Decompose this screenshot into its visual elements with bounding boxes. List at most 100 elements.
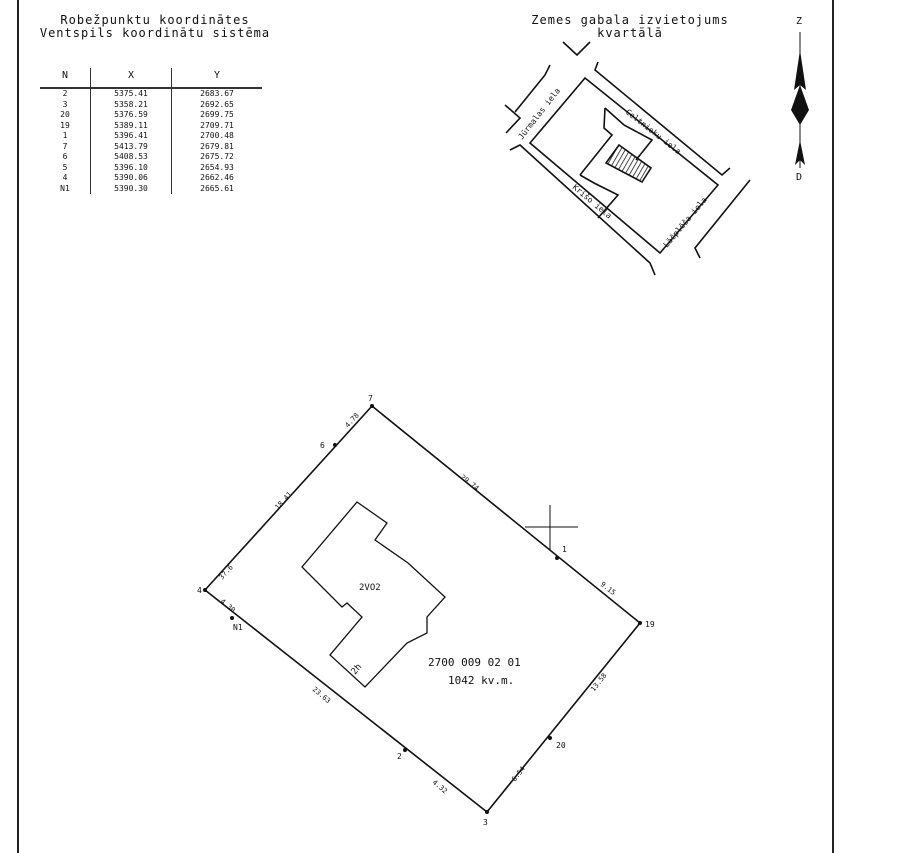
point-id: 2 [40,88,91,100]
building-outline [301,501,446,688]
boundary-point [230,616,234,620]
x-coordinate: 5376.59 [90,110,172,121]
boundary-point [638,621,642,625]
y-coordinate: 2675.72 [200,152,234,161]
segment-length: 4.30 [219,597,237,614]
parcel-line [604,107,654,161]
boundary-point [403,748,407,752]
y-coordinate: 2654.93 [200,162,234,172]
segment-length: 6.54 [510,765,527,783]
boundary-point [333,443,337,447]
point-label: 3 [483,818,488,827]
location-title: Zemes gabala izvietojums kvartālā [510,14,750,40]
south-label: D [796,172,802,183]
boundary-point [203,588,207,592]
x-coordinate: 5396.10 [90,162,172,173]
col-header-x: X [90,68,172,89]
x-coordinate: 5413.79 [90,141,172,152]
segment-length: 3?.6 [218,563,235,581]
parcel-line [579,107,614,176]
parcel-line [579,174,620,219]
y-coordinate: 2679.81 [200,141,234,151]
building-label: 2VO2 [359,583,381,593]
y-coordinate: 2683.67 [200,89,234,98]
street-edge [504,104,522,134]
boundary-point [555,556,559,560]
street-label: Celtnieku iela [624,107,683,156]
x-coordinate: 5396.41 [90,131,172,142]
point-label: 1 [562,545,567,554]
segment-length: 18.41 [274,490,294,511]
frame-border-right [832,0,834,853]
coordinates-title-line1: Robežpunktu koordinātes [60,13,250,27]
point-id: 4 [40,173,91,184]
boundary-point [548,736,552,740]
y-coordinate: 2665.61 [200,183,234,193]
street-edge [562,41,591,57]
boundary-point [370,404,374,408]
survey-cross [525,505,578,550]
frame-border-left [17,0,19,853]
y-coordinate: 2662.46 [200,173,234,182]
x-coordinate: 5375.41 [90,88,172,100]
street-label: Krišo iela [571,182,614,221]
cadastral-number: 2700 009 02 01 [428,656,521,669]
point-id: N1 [40,183,91,194]
street-label: Lāčplēša iela [661,195,709,250]
x-coordinate: 5390.30 [90,183,172,194]
point-label: 2 [397,752,402,761]
y-coordinate: 2699.75 [200,110,234,119]
point-id: 20 [40,110,91,121]
location-title-line1: Zemes gabala izvietojums [531,13,729,27]
segment-length: 29.74 [459,473,481,492]
segment-length: 9.15 [599,580,617,597]
point-id: 1 [40,131,91,142]
quarter-block [528,76,720,255]
x-coordinate: 5408.53 [90,152,172,163]
street-edge [694,179,751,259]
point-id: 19 [40,120,91,131]
street-edge [509,144,656,276]
point-label: 19 [645,620,655,629]
point-id: 5 [40,162,91,173]
north-label: Z [796,16,802,27]
y-coordinate: 2700.48 [200,131,234,140]
point-label: 20 [556,741,566,750]
segment-length: 4.32 [431,778,449,795]
x-coordinate: 5390.06 [90,173,172,184]
street-edge [514,64,551,113]
location-map [504,41,751,276]
point-label: N1 [233,623,243,632]
coordinates-title-line2: Ventspils koordinātu sistēma [39,26,271,40]
point-id: 3 [40,99,91,110]
point-label: 4 [197,586,202,595]
point-id: 7 [40,141,91,152]
plot-boundary [203,404,642,814]
x-coordinate: 5389.11 [90,120,172,131]
y-coordinate: 2709.71 [200,120,234,130]
street-edge [594,61,731,177]
col-header-n: N [40,68,91,89]
plot-area: 1042 kv.m. [448,674,514,687]
north-arrow-icon [791,32,809,168]
point-label: 6 [320,441,325,450]
boundary-point [485,810,489,814]
location-title-line2: kvartālā [597,26,663,40]
coordinates-title: Robežpunktu koordinātes Ventspils koordi… [35,14,275,40]
point-id: 6 [40,152,91,163]
y-coordinate: 2692.65 [200,99,234,109]
x-coordinate: 5358.21 [90,99,172,110]
